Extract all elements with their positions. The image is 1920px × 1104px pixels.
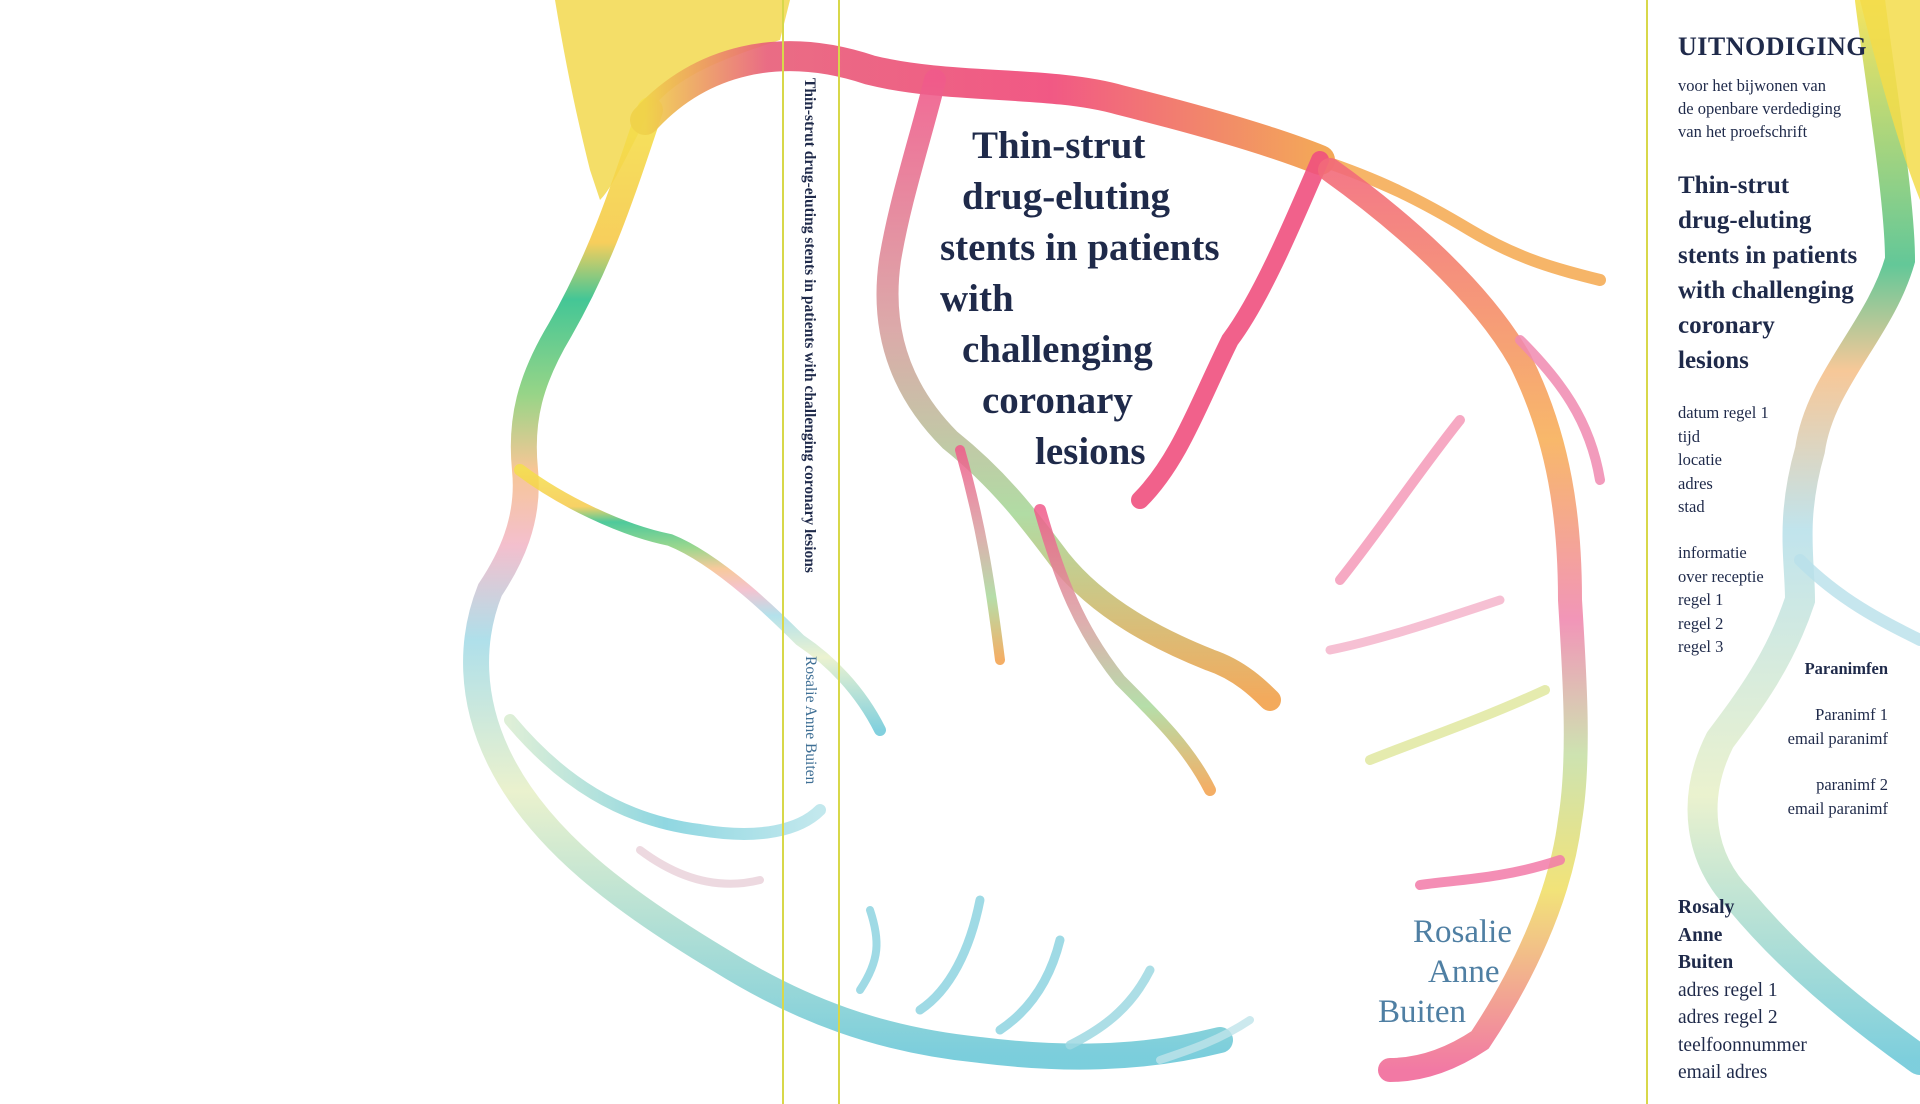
contact-address-1: adres regel 1 bbox=[1678, 979, 1778, 1001]
detail-date: datum regel 1 bbox=[1678, 403, 1769, 422]
cover-author-line: Rosalie bbox=[1413, 914, 1512, 950]
paranimf-1-name: Paranimf 1 bbox=[1815, 705, 1888, 724]
cover-author-line: Anne bbox=[1428, 954, 1500, 990]
cover-title: Thin-strut drug-eluting stents in patien… bbox=[920, 120, 1300, 477]
paranimf-2-email: email paranimf bbox=[1787, 798, 1888, 818]
cover-title-line: challenging bbox=[962, 328, 1153, 371]
contact-name-line: Buiten bbox=[1678, 952, 1734, 973]
contact-address-2: adres regel 2 bbox=[1678, 1007, 1778, 1028]
detail-location: locatie bbox=[1678, 450, 1722, 469]
invitation-intro-line: voor het bijwonen van bbox=[1678, 76, 1827, 95]
cover-title-line: stents in patients bbox=[940, 226, 1220, 269]
invitation-title: Thin-strut drug-eluting stents in patien… bbox=[1678, 168, 1857, 378]
reception-line: regel 3 bbox=[1678, 637, 1724, 656]
reception-line: regel 2 bbox=[1678, 613, 1724, 633]
invitation-details: datum regel 1 tijd locatie adres stad bbox=[1678, 401, 1769, 519]
invitation-heading: UITNODIGING bbox=[1678, 32, 1867, 61]
reception-line: over receptie bbox=[1678, 566, 1764, 586]
reception-line: informatie bbox=[1678, 543, 1747, 562]
cover-title-line: drug-eluting bbox=[962, 175, 1171, 218]
cover-author: Rosalie Anne Buiten bbox=[1360, 912, 1520, 1032]
invitation-title-line: Thin-strut bbox=[1678, 172, 1790, 199]
spine-guide-left bbox=[782, 0, 784, 1104]
contact-phone: teelfoonnummer bbox=[1678, 1034, 1807, 1056]
invitation-contact: Rosaly Anne Buiten adres regel 1 adres r… bbox=[1678, 894, 1807, 1087]
cover-title-line: lesions bbox=[1035, 430, 1146, 473]
contact-name-line: Anne bbox=[1678, 924, 1723, 946]
paranimfen-heading: Paranimfen bbox=[1804, 659, 1888, 678]
invitation-title-line: lesions bbox=[1678, 347, 1749, 374]
paranimf-1-email: email paranimf bbox=[1787, 728, 1888, 748]
invitation-title-line: stents in patients bbox=[1678, 242, 1858, 269]
paranimf-2: paranimf 2 email paranimf bbox=[1788, 773, 1888, 820]
invitation-title-line: with challenging bbox=[1678, 277, 1854, 304]
invitation-reception: informatie over receptie regel 1 regel 2… bbox=[1678, 541, 1764, 659]
cover-author-line: Buiten bbox=[1378, 994, 1466, 1030]
paranimf-1: Paranimf 1 email paranimf bbox=[1788, 703, 1888, 750]
reception-line: regel 1 bbox=[1678, 590, 1724, 609]
cover-title-line: Thin-strut bbox=[972, 124, 1146, 167]
invitation-intro: voor het bijwonen van de openbare verded… bbox=[1678, 74, 1841, 143]
invitation-intro-line: van het proefschrift bbox=[1678, 122, 1808, 141]
detail-city: stad bbox=[1678, 497, 1705, 516]
cover-title-line: coronary bbox=[982, 379, 1133, 422]
invitation-title-line: drug-eluting bbox=[1678, 207, 1812, 234]
invitation-intro-line: de openbare verdediging bbox=[1678, 99, 1842, 118]
detail-address: adres bbox=[1678, 473, 1713, 493]
contact-name-line: Rosaly bbox=[1678, 897, 1735, 918]
spine-guide-right bbox=[838, 0, 840, 1104]
contact-email: email adres bbox=[1678, 1062, 1768, 1083]
invitation-title-line: coronary bbox=[1678, 312, 1775, 339]
cover-title-line: with bbox=[940, 277, 1014, 320]
spine-author: Rosalie Anne Buiten bbox=[802, 656, 819, 785]
spine-title: Thin-strut drug-eluting stents in patien… bbox=[801, 78, 818, 573]
paranimf-2-name: paranimf 2 bbox=[1816, 775, 1888, 794]
invitation-guide bbox=[1646, 0, 1648, 1104]
detail-time: tijd bbox=[1678, 426, 1701, 446]
